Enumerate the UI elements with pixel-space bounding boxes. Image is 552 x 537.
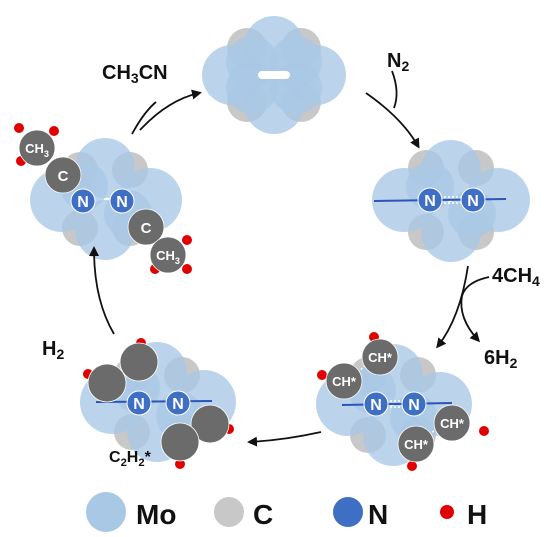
n-label: N <box>467 193 479 210</box>
ch3cn-text: CH3CN <box>102 62 168 86</box>
legend-c-label: C <box>253 499 273 530</box>
arrow-desorption <box>139 89 202 131</box>
label-ch3cn: CH3CN <box>102 62 168 86</box>
n-atom <box>70 188 96 214</box>
h-atom <box>175 459 185 469</box>
legend: Mo C N H <box>86 492 487 532</box>
c-atom <box>160 422 200 462</box>
ch3-label: CH3 <box>25 141 49 159</box>
n-label: N <box>370 397 382 414</box>
n-label: N <box>133 396 145 413</box>
h-atom <box>182 264 192 274</box>
cluster-bottom-right: N N CH* CH* CH* CH* <box>316 332 489 471</box>
ch3-text: CH3 <box>25 141 49 159</box>
legend-h-swatch <box>440 505 454 519</box>
surface-line <box>95 400 213 403</box>
arrow-n2-feed <box>391 70 398 109</box>
n-atom <box>165 390 191 416</box>
ch-star-label: CH* <box>368 350 393 365</box>
ch-star-atom <box>361 338 399 376</box>
legend-h-label: H <box>467 499 487 530</box>
n-label: N <box>408 397 420 414</box>
n-label: N <box>424 193 436 210</box>
n-atom <box>363 391 389 417</box>
h-atom <box>407 461 417 471</box>
c-label: C <box>141 220 152 237</box>
c-atom <box>44 156 82 194</box>
legend-mo-swatch <box>86 492 126 532</box>
h-atom <box>49 126 59 136</box>
ch4-text: 4CH4 <box>492 265 540 289</box>
mo-atom <box>270 62 322 114</box>
ch3-label: CH3 <box>156 248 180 266</box>
h2-left-text: H2 <box>42 338 64 362</box>
n-atom <box>460 187 486 213</box>
cluster-left: CH3 C N N C CH3 <box>14 123 192 274</box>
c-c-bond <box>354 361 370 376</box>
n-atom <box>126 390 152 416</box>
cluster-gap <box>258 71 290 79</box>
h-atom <box>317 370 327 380</box>
c-atom <box>119 342 159 382</box>
cycle-arrows <box>89 70 490 447</box>
arrow-ch3cn-branch <box>131 101 157 135</box>
cluster-bottom-left: N N <box>80 338 236 469</box>
ch-star-label: CH* <box>404 437 429 452</box>
cluster-right: N N <box>372 140 530 262</box>
ch-star-label: CH* <box>440 416 465 431</box>
label-h2-left: H2 <box>42 338 64 362</box>
h-atom <box>479 426 489 436</box>
label-h2-out: 6H2 <box>484 347 518 371</box>
surface-line <box>341 402 453 406</box>
arrow-coupling <box>247 431 322 447</box>
n-label: N <box>172 396 184 413</box>
legend-c-swatch <box>214 497 244 527</box>
ch-star-atom <box>325 362 363 400</box>
n-atom <box>417 187 443 213</box>
c-label: C <box>58 168 69 185</box>
cluster-top <box>202 16 346 134</box>
n-atom <box>401 391 427 417</box>
c-atom <box>87 363 127 403</box>
label-n2: N2 <box>387 50 409 74</box>
arrow-n2-adsorption <box>365 92 420 149</box>
c2h2-text: C2H2* <box>109 449 152 469</box>
ch-star-atom <box>397 425 435 463</box>
label-ch4: 4CH4 <box>492 265 540 289</box>
h2-out-text: 6H2 <box>484 347 518 371</box>
ch-star-label: CH* <box>332 374 357 389</box>
n2-text: N2 <box>387 50 409 74</box>
c-atom <box>127 208 165 246</box>
ch3-group <box>18 129 56 167</box>
arrow-h2-release-right <box>460 276 490 343</box>
arrow-ch4-activation <box>436 265 469 349</box>
ch-star-atom <box>433 404 471 442</box>
legend-mo-label: Mo <box>136 499 176 530</box>
h-atom <box>182 235 192 245</box>
n-atom <box>109 188 135 214</box>
ch3-group <box>149 236 187 274</box>
label-c2h2: C2H2* <box>109 449 152 469</box>
c-atom <box>190 404 230 444</box>
arrow-to-nitrile <box>89 246 115 335</box>
n-label: N <box>116 194 128 211</box>
legend-n-swatch <box>333 497 363 527</box>
n-label: N <box>77 194 89 211</box>
h-atom <box>14 123 24 133</box>
legend-n-label: N <box>368 499 388 530</box>
